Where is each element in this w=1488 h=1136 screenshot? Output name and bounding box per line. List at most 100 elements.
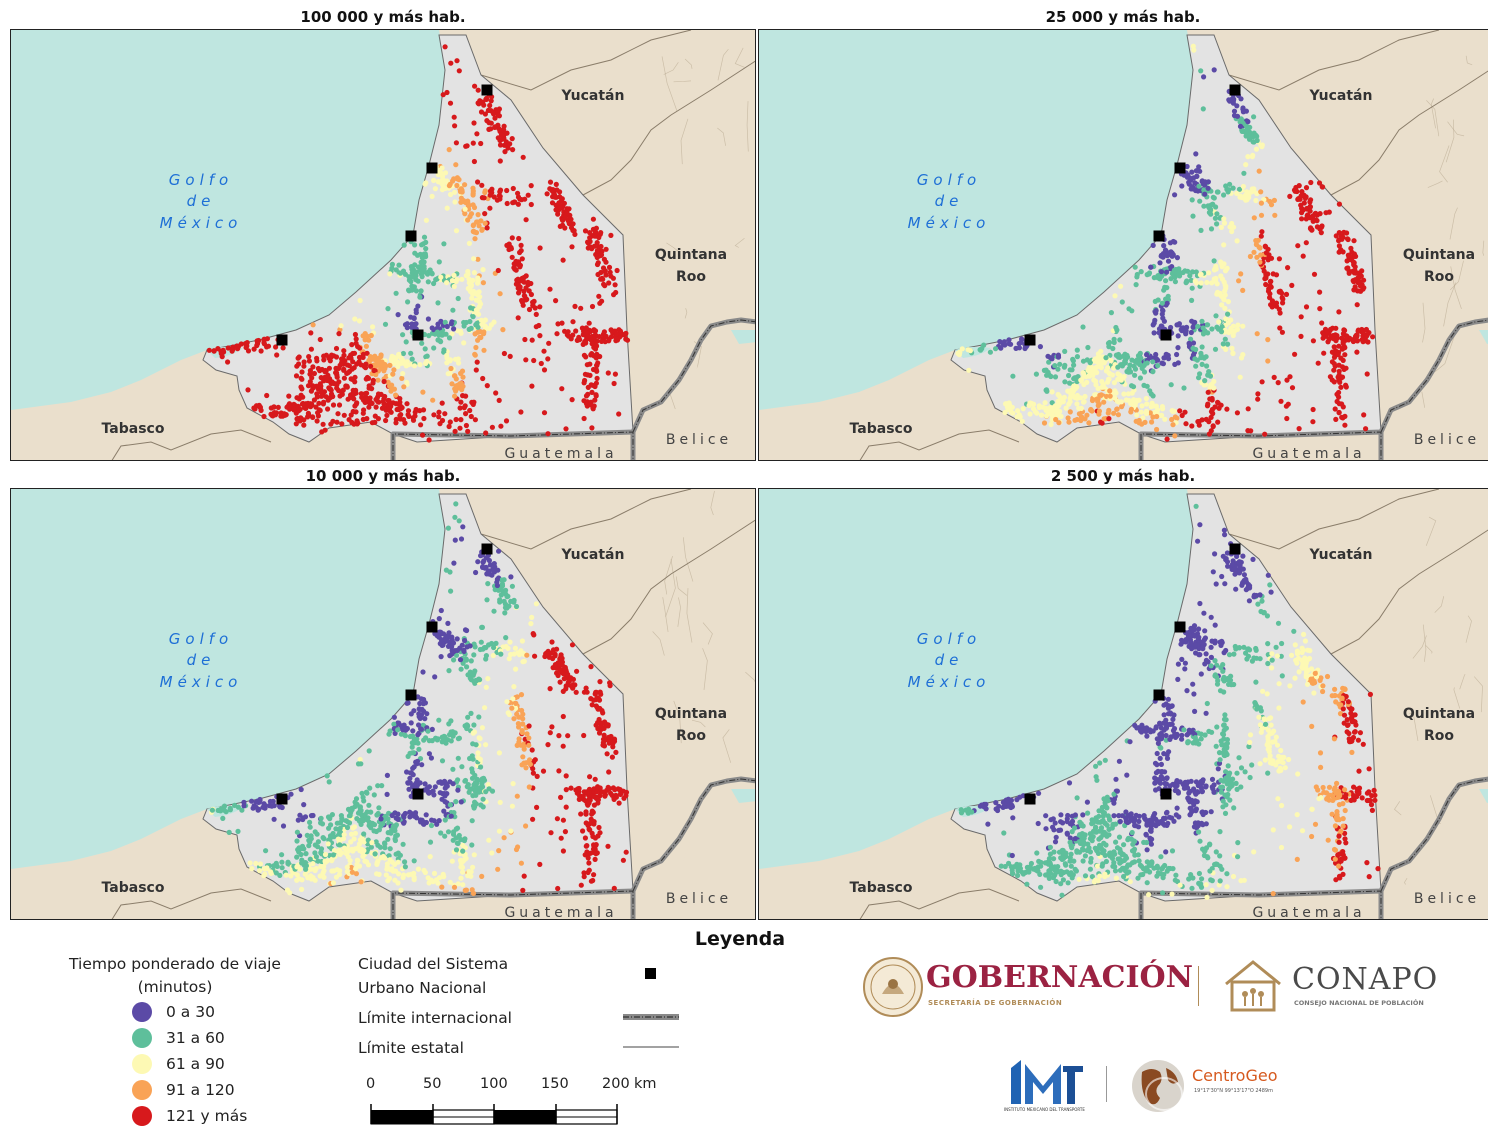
label-tabasco: Tabasco xyxy=(850,421,913,437)
locality-dot xyxy=(1002,863,1008,870)
locality-dot xyxy=(422,869,428,876)
locality-dot xyxy=(368,844,374,850)
locality-dot xyxy=(529,747,535,753)
locality-dot xyxy=(578,305,584,311)
locality-dot xyxy=(1352,284,1358,290)
locality-dot xyxy=(1016,345,1022,351)
locality-dot xyxy=(294,838,300,844)
locality-dot xyxy=(303,866,309,872)
locality-dot xyxy=(598,252,604,258)
locality-dot xyxy=(1243,162,1249,168)
locality-dot xyxy=(529,383,535,389)
locality-dot xyxy=(351,391,357,397)
locality-dot xyxy=(318,850,324,856)
locality-dot xyxy=(508,828,514,834)
locality-dot xyxy=(450,781,456,787)
locality-dot xyxy=(1321,350,1327,356)
locality-dot xyxy=(1354,302,1360,308)
locality-dot xyxy=(431,280,437,287)
locality-dot xyxy=(398,403,404,409)
locality-dot xyxy=(1226,652,1233,658)
locality-dot xyxy=(480,267,486,273)
locality-dot xyxy=(1258,252,1264,258)
locality-dot xyxy=(1336,863,1342,869)
locality-dot xyxy=(476,311,482,317)
locality-dot xyxy=(465,428,471,434)
label-yucatan: Yucatán xyxy=(561,88,625,104)
locality-dot xyxy=(1045,353,1051,359)
locality-dot xyxy=(1332,823,1338,829)
locality-dot xyxy=(1176,266,1182,272)
locality-dot xyxy=(432,784,438,790)
locality-dot xyxy=(470,190,476,196)
locality-dot xyxy=(501,142,508,148)
belize-land xyxy=(651,320,755,460)
locality-dot xyxy=(1044,388,1050,394)
locality-dot xyxy=(1068,391,1074,397)
locality-dot xyxy=(1344,729,1350,735)
locality-dot xyxy=(509,136,515,142)
locality-dot xyxy=(469,818,475,824)
relief-line xyxy=(1445,119,1455,163)
locality-dot xyxy=(353,871,359,877)
locality-dot xyxy=(385,379,391,385)
locality-dot xyxy=(475,87,481,93)
locality-dot xyxy=(467,407,473,414)
locality-dot xyxy=(620,857,627,863)
locality-dot xyxy=(1340,823,1346,829)
relief-line xyxy=(652,631,665,656)
locality-dot xyxy=(285,861,291,867)
locality-dot xyxy=(456,360,462,366)
locality-dot xyxy=(334,419,340,425)
locality-dot xyxy=(591,819,597,825)
locality-dot xyxy=(1120,353,1126,359)
locality-dot xyxy=(1190,213,1196,219)
locality-dot xyxy=(1072,395,1078,401)
locality-dot xyxy=(307,856,313,862)
locality-dot xyxy=(1336,238,1342,244)
locality-dot xyxy=(308,401,315,407)
locality-dot xyxy=(432,186,438,192)
locality-dot xyxy=(507,141,513,147)
locality-dot xyxy=(1110,345,1116,352)
locality-dot xyxy=(454,647,460,653)
locality-dot xyxy=(365,375,372,381)
locality-dot xyxy=(407,814,413,820)
locality-dot xyxy=(502,610,508,616)
locality-dot xyxy=(546,651,552,657)
locality-dot xyxy=(476,789,482,795)
belize-land xyxy=(1399,780,1488,919)
locality-dot xyxy=(295,415,301,422)
locality-dot xyxy=(320,421,326,427)
locality-dot xyxy=(405,780,411,786)
locality-dot xyxy=(1348,797,1354,803)
locality-dot xyxy=(1170,422,1176,428)
locality-dot xyxy=(1202,179,1208,185)
locality-dot xyxy=(1190,345,1196,351)
locality-dot xyxy=(440,92,446,98)
locality-dot xyxy=(330,393,336,400)
locality-dot xyxy=(1017,414,1023,420)
locality-dot xyxy=(1087,360,1093,366)
locality-dot xyxy=(1337,379,1343,385)
locality-dot xyxy=(364,397,370,403)
locality-dot xyxy=(447,569,453,575)
locality-dot xyxy=(609,754,616,760)
locality-dot xyxy=(1259,379,1265,385)
locality-dot xyxy=(452,428,458,434)
locality-dot xyxy=(588,850,594,856)
locality-dot xyxy=(453,826,459,832)
locality-dot xyxy=(534,804,540,810)
locality-dot xyxy=(1134,398,1140,404)
locality-dot xyxy=(321,357,327,363)
locality-dot xyxy=(1164,436,1170,442)
locality-dot xyxy=(597,353,603,360)
locality-dot xyxy=(431,870,438,876)
locality-dot xyxy=(497,158,503,164)
locality-dot xyxy=(305,411,312,417)
locality-dot xyxy=(475,559,481,565)
locality-dot xyxy=(1046,408,1053,414)
locality-dot xyxy=(393,851,399,857)
locality-dot xyxy=(257,797,263,803)
